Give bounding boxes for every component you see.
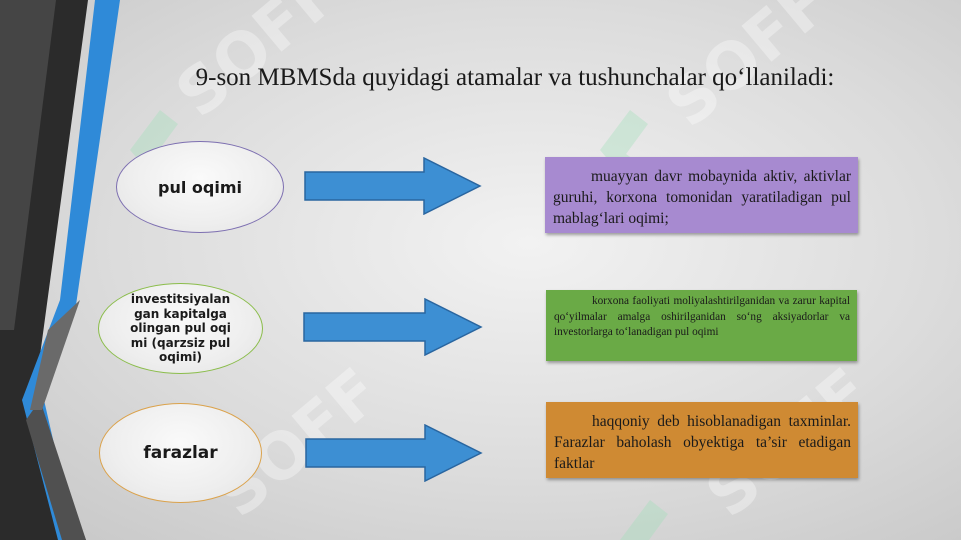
definition-text: haqqoniy deb hisoblanadigan taxminlar. F… — [554, 413, 851, 472]
right-arrow-icon — [303, 298, 483, 356]
right-arrow-icon — [305, 424, 483, 482]
definition-box-farazlar: haqqoniy deb hisoblanadigan taxminlar. F… — [546, 402, 858, 478]
term-label: investitsiyalangan kapitalga olingan pul… — [130, 292, 231, 365]
term-label: farazlar — [143, 443, 218, 463]
right-arrow-icon — [304, 157, 482, 215]
definition-text: korxona faoliyati moliyalashtirilganidan… — [554, 295, 850, 338]
term-ellipse-investitsiyalangan-kapital: investitsiyalangan kapitalga olingan pul… — [98, 283, 263, 374]
slide-title: 9-son MBMSda quyidagi atamalar va tushun… — [195, 64, 835, 91]
definition-box-investitsiyalangan-kapital: korxona faoliyati moliyalashtirilganidan… — [546, 290, 857, 361]
term-label: pul oqimi — [158, 177, 242, 197]
term-ellipse-farazlar: farazlar — [99, 403, 262, 503]
term-ellipse-pul-oqimi: pul oqimi — [116, 141, 284, 233]
definition-text: muayyan davr mobaynida aktiv, aktivlar g… — [553, 168, 851, 227]
definition-box-pul-oqimi: muayyan davr mobaynida aktiv, aktivlar g… — [545, 157, 858, 233]
